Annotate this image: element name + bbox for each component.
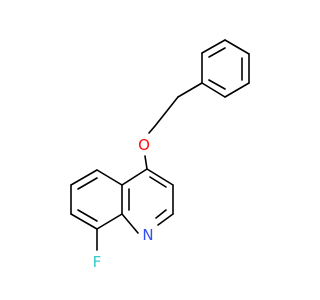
bond-phenyl-ch2 <box>177 82 203 98</box>
bond-c4a-c4 <box>121 168 148 186</box>
bond-phenyl-1 <box>201 39 226 54</box>
bond-phenyl-2 <box>224 39 250 55</box>
bond-c7-c8 <box>70 213 98 230</box>
bond-c5-c6 <box>70 169 98 186</box>
molecule-structure-diagram: O N F <box>70 39 250 271</box>
nitrogen-atom-label: N <box>142 226 153 244</box>
bond-oxygen-c4 <box>144 155 148 170</box>
double-bond-c3-c4 <box>149 176 167 188</box>
bond-phenyl-4 <box>224 82 250 98</box>
fluorine-atom-label: F <box>93 253 102 271</box>
benzo-ring <box>70 169 123 230</box>
bond-ch2-oxygen <box>148 125 156 134</box>
bond-c8-c8a <box>96 213 123 230</box>
ethyl-linker <box>148 82 203 134</box>
bond-c4a-c5 <box>96 169 123 186</box>
bond-c4-c3 <box>146 168 174 186</box>
double-bond-phenyl-a <box>208 47 226 58</box>
bond-n1-c8a <box>121 213 139 234</box>
bond-c2-n1 <box>157 213 174 226</box>
bond-phenyl-5 <box>201 82 226 98</box>
double-bond-c5-c6 <box>77 177 98 190</box>
oxygen-atom-label: O <box>138 136 150 154</box>
phenyl-ring <box>201 39 250 98</box>
double-bond-c7-c8 <box>77 209 98 222</box>
pyridine-ring <box>121 168 174 234</box>
double-bond-c2-n1 <box>155 209 167 219</box>
double-bond-phenyl-c <box>208 79 226 90</box>
bond-ch2-ch2 <box>154 96 179 127</box>
